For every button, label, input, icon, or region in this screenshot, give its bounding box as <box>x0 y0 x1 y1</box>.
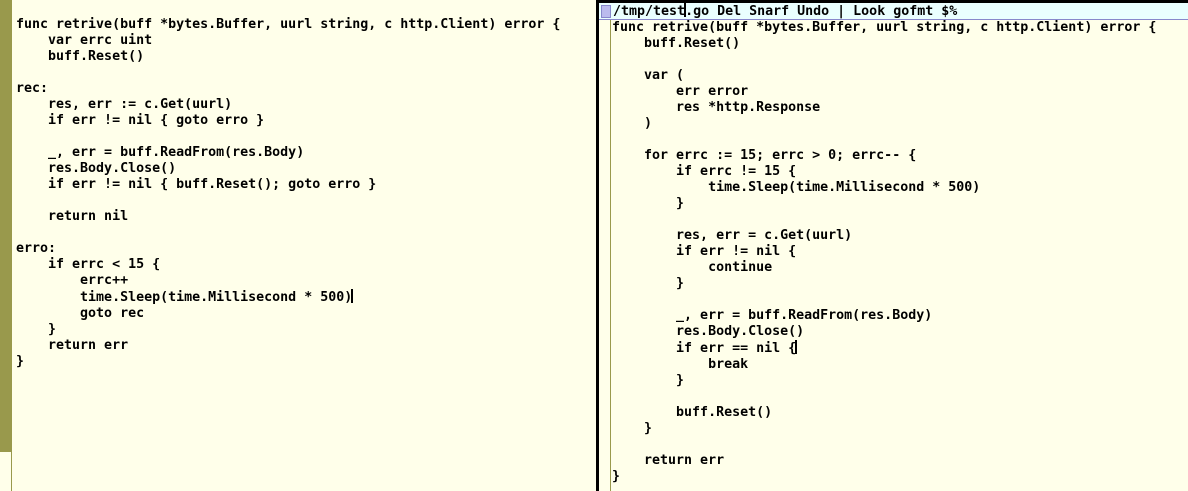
code-text: break } buff.Reset() } return err } <box>612 357 773 484</box>
tag-commands[interactable]: .go Del Snarf Undo | Look gofmt $% <box>685 4 958 19</box>
tag-filename: /tmp/test <box>613 4 686 19</box>
left-editor-window: func retrive(buff *bytes.Buffer, uurl st… <box>0 0 561 491</box>
text-cursor <box>795 340 798 354</box>
window-tag-bar[interactable]: /tmp/test.go Del Snarf Undo | Look gofmt… <box>599 3 1188 20</box>
tag-cursor <box>684 3 687 17</box>
right-scrollbar[interactable] <box>599 20 611 491</box>
code-text: func retrive(buff *bytes.Buffer, uurl st… <box>16 17 561 305</box>
layout-box-icon[interactable] <box>601 5 611 18</box>
code-text: goto rec } return err } <box>16 306 145 369</box>
text-cursor <box>351 289 354 303</box>
right-editor-window: func retrive(buff *bytes.Buffer, uurl st… <box>596 0 1188 491</box>
left-scrollbar-thumb[interactable] <box>0 0 11 452</box>
code-text: func retrive(buff *bytes.Buffer, uurl st… <box>612 20 1157 356</box>
window-top-border <box>596 0 1188 3</box>
right-code-body[interactable]: func retrive(buff *bytes.Buffer, uurl st… <box>612 20 1156 485</box>
tag-text[interactable]: /tmp/test.go Del Snarf Undo | Look gofmt… <box>613 3 957 20</box>
column-divider[interactable] <box>596 0 599 491</box>
left-scrollbar[interactable] <box>0 0 12 491</box>
left-code-body[interactable]: func retrive(buff *bytes.Buffer, uurl st… <box>16 1 560 370</box>
